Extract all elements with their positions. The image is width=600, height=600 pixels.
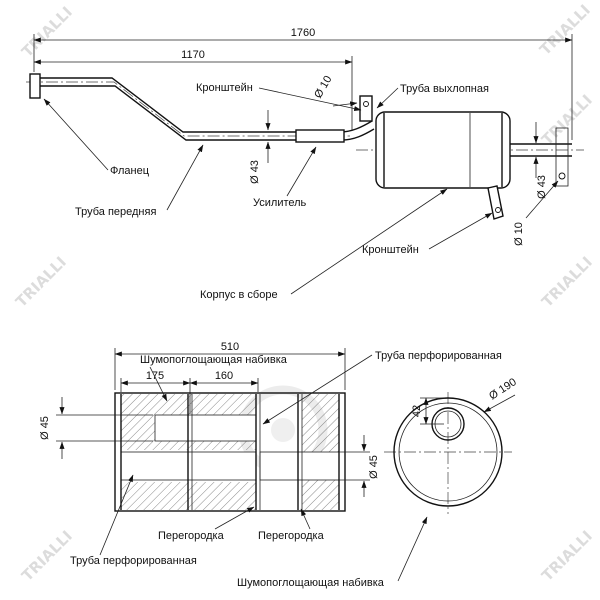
label-bracket-top: Кронштейн xyxy=(196,82,362,112)
dim-dia45-right: Ø 45 xyxy=(368,455,380,479)
label-partition-1: Перегородка xyxy=(158,506,255,542)
dim-dia43-rear: Ø 43 xyxy=(536,175,548,199)
dimension-dia43-front: Ø 43 xyxy=(249,110,271,184)
label-partition-2: Перегородка xyxy=(258,508,325,542)
partitions xyxy=(187,394,303,510)
label-partition-1-text: Перегородка xyxy=(158,530,225,542)
label-body-assembly-text: Корпус в сборе xyxy=(200,289,278,301)
muffler-section-view: 510 175 160 xyxy=(39,341,519,589)
tail-bracket-hole xyxy=(558,172,566,180)
dim-overall-length: 1760 xyxy=(291,27,315,39)
label-bracket-rear-text: Кронштейн xyxy=(362,244,419,256)
dim-dia43-front: Ø 43 xyxy=(249,160,261,184)
muffler-body xyxy=(375,111,511,189)
label-body-assembly: Корпус в сборе xyxy=(200,188,448,301)
watermark-text: TRIALLI xyxy=(536,1,594,59)
dimension-dia45-right: Ø 45 xyxy=(339,435,380,497)
muffler-end-view: 42 Ø 190 xyxy=(384,376,519,514)
dimension-overall-1760: 1760 xyxy=(33,27,573,140)
assembly-side-view: 1760 1170 xyxy=(26,27,584,301)
dimension-dia43-rear: Ø 43 xyxy=(533,122,548,199)
label-exhaust-pipe-text: Труба выхлопная xyxy=(400,83,489,95)
watermark-text: TRIALLI xyxy=(18,527,76,585)
dimension-front-1170: 1170 xyxy=(33,49,353,130)
dimension-dia10-rear: Ø 10 xyxy=(513,180,559,246)
label-padding-top-text: Шумопоглощающая набивка xyxy=(140,354,288,366)
label-reinforcement: Усилитель xyxy=(253,146,317,209)
label-flange-text: Фланец xyxy=(110,165,150,177)
dim-dia190: Ø 190 xyxy=(487,376,519,402)
label-bracket-top-text: Кронштейн xyxy=(196,82,253,94)
pipe-centerline xyxy=(26,81,350,137)
watermark-text: TRIALLI xyxy=(18,3,76,61)
perforated-pipe-lower-right xyxy=(259,451,340,481)
label-padding-bottom: Шумопоглощающая набивка xyxy=(237,516,428,589)
dim-dia10-rear: Ø 10 xyxy=(513,222,525,246)
label-exhaust-pipe: Труба выхлопная xyxy=(376,83,489,109)
dimension-offset-42: 42 xyxy=(411,397,445,425)
watermark-text: TRIALLI xyxy=(538,91,596,149)
label-padding-bottom-text: Шумопоглощающая набивка xyxy=(237,577,385,589)
dim-section-length: 510 xyxy=(221,341,239,353)
flange-shape xyxy=(29,73,41,99)
watermark-text: TRIALLI xyxy=(12,253,70,311)
label-flange: Фланец xyxy=(43,98,150,177)
front-pipe-top-edge xyxy=(40,77,373,133)
front-pipe-bottom-edge xyxy=(40,85,375,141)
dim-dia10-top: Ø 10 xyxy=(312,74,334,101)
watermark-text: TRIALLI xyxy=(538,253,596,311)
label-perforated-top-text: Труба перфорированная xyxy=(375,350,502,362)
label-perforated-bottom: Труба перфорированная xyxy=(70,474,197,567)
dim-offset-42: 42 xyxy=(411,405,423,417)
label-perforated-top: Труба перфорированная xyxy=(262,350,502,425)
label-reinforcement-text: Усилитель xyxy=(253,197,307,209)
dimension-dia45-left: Ø 45 xyxy=(39,397,153,459)
reinforcement-sleeve xyxy=(295,129,345,143)
label-partition-2-text: Перегородка xyxy=(258,530,325,542)
dim-dia45-left: Ø 45 xyxy=(39,416,51,440)
dim-seg1: 175 xyxy=(146,370,164,382)
label-bracket-rear: Кронштейн xyxy=(362,212,493,256)
perforated-pipe-upper xyxy=(154,414,257,442)
section-shell xyxy=(114,392,346,512)
tail-pipe xyxy=(510,127,572,187)
inlet-bracket xyxy=(359,95,373,122)
label-perforated-bottom-text: Труба перфорированная xyxy=(70,555,197,567)
rear-hanger-bracket xyxy=(487,185,504,220)
label-padding-top: Шумопоглощающая набивка xyxy=(140,354,288,402)
dimension-dia190: Ø 190 xyxy=(483,376,519,413)
dim-front-pipe-length: 1170 xyxy=(181,49,205,61)
label-front-pipe: Труба передняя xyxy=(75,144,204,218)
dimension-510: 510 xyxy=(114,341,346,390)
shell-inner-circle xyxy=(398,402,498,502)
label-front-pipe-text: Труба передняя xyxy=(75,206,156,218)
shell-outer-circle xyxy=(393,397,503,507)
watermark-text: TRIALLI xyxy=(538,527,596,585)
dim-seg2: 160 xyxy=(215,370,233,382)
tail-bracket xyxy=(555,127,569,187)
bracket-hole xyxy=(363,101,369,107)
